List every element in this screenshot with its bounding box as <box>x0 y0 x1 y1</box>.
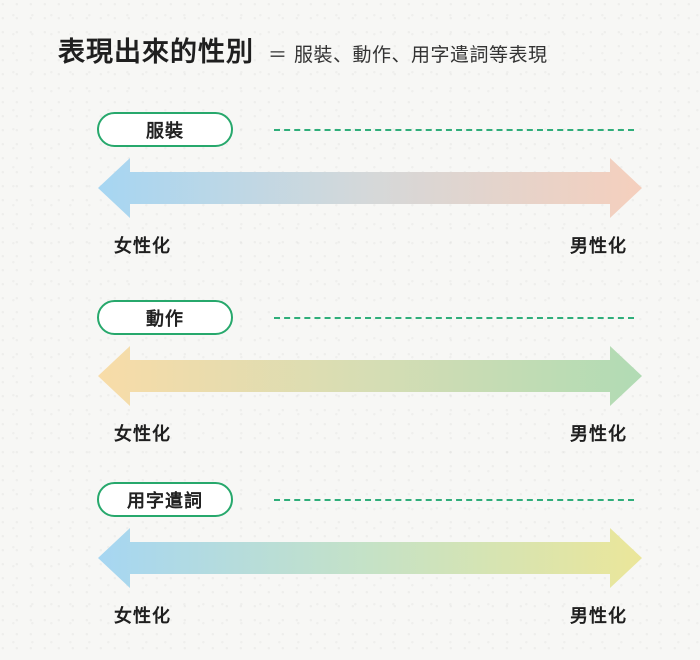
page-header: 表現出來的性別 ＝ 服裝、動作、用字遣詞等表現 <box>58 30 548 69</box>
dashed-divider <box>274 317 634 319</box>
spectrum-arrow-clothing <box>98 158 642 218</box>
spectrum-arrow-wording <box>98 528 642 588</box>
page-subtitle: ＝ 服裝、動作、用字遣詞等表現 <box>268 44 548 66</box>
right-end-label: 男性化 <box>570 606 627 627</box>
left-end-label: 女性化 <box>114 606 171 627</box>
section-clothing: 服裝 女性化 男性化 <box>0 112 700 272</box>
right-end-label: 男性化 <box>570 424 627 445</box>
left-end-label: 女性化 <box>114 236 171 257</box>
category-label-clothing: 服裝 <box>97 112 233 147</box>
dashed-divider <box>274 499 634 501</box>
spectrum-arrow-movement <box>98 346 642 406</box>
category-label-wording: 用字遣詞 <box>97 482 233 517</box>
section-movement: 動作 女性化 男性化 <box>0 300 700 460</box>
section-wording: 用字遣詞 女性化 男性化 <box>0 482 700 642</box>
category-label-movement: 動作 <box>97 300 233 335</box>
right-end-label: 男性化 <box>570 236 627 257</box>
dashed-divider <box>274 129 634 131</box>
left-end-label: 女性化 <box>114 424 171 445</box>
page-title: 表現出來的性別 <box>58 37 254 68</box>
